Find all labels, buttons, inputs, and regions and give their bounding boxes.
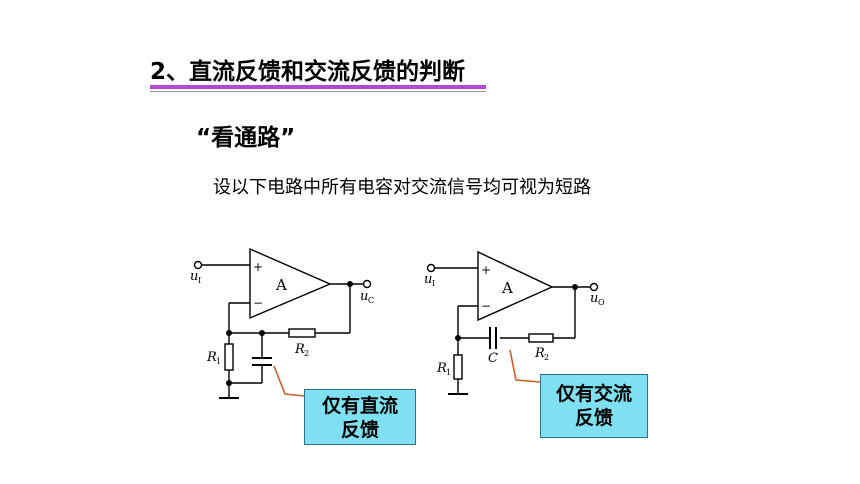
left-output-label: u (360, 289, 368, 304)
callout-left-line1: 仅有直流 (321, 395, 398, 417)
circuit-left (193, 247, 372, 399)
left-input-sub: I (198, 276, 201, 285)
right-r1-sub: 1 (446, 368, 451, 377)
right-r2-sub: 2 (544, 353, 549, 362)
callout-left-line2: 反馈 (340, 419, 379, 441)
right-input-sub: I (432, 279, 435, 288)
title-underline-thin (150, 91, 486, 92)
slide-note: 设以下电路中所有电容对交流信号均可视为短路 (213, 177, 591, 198)
callout-right-line1: 仅有交流 (555, 383, 632, 405)
left-input-terminal (193, 260, 203, 270)
right-input-label: u (424, 272, 432, 287)
right-input-terminal (426, 263, 436, 273)
left-opamp (249, 247, 332, 320)
left-amp-label: A (275, 276, 287, 294)
circuit-right (426, 250, 599, 395)
right-output-sub: O (598, 298, 605, 307)
left-minus-sign: − (253, 296, 263, 310)
left-output-terminal (362, 279, 372, 289)
right-minus-sign: − (481, 299, 491, 313)
right-callout-leader (509, 349, 541, 383)
left-output-sub: C (368, 296, 374, 305)
left-r2-resistor (288, 328, 316, 338)
right-c-label: C (488, 351, 498, 366)
callout-right-line2: 反馈 (574, 407, 613, 429)
right-output-label: u (590, 291, 598, 306)
title-underline (150, 85, 486, 89)
left-r1-sub: 1 (216, 357, 221, 366)
left-r1-resistor (224, 343, 234, 371)
right-amp-label: A (501, 279, 513, 297)
left-plus-sign: + (253, 260, 263, 274)
left-callout-leader (273, 365, 305, 397)
right-opamp (477, 250, 554, 322)
right-r1-resistor (453, 354, 463, 380)
callout-dc-feedback-only: 仅有直流 反馈 (304, 389, 416, 445)
callout-ac-feedback-only: 仅有交流 反馈 (540, 374, 648, 438)
left-input-label: u (190, 269, 198, 284)
left-r2-label: R (294, 342, 305, 357)
right-r2-label: R (534, 346, 545, 361)
slide-title: 2、直流反馈和交流反馈的判断 (150, 59, 466, 85)
right-r2-resistor (528, 333, 554, 343)
right-output-terminal (589, 282, 599, 292)
slide-subtitle: “看通路” (196, 125, 296, 151)
left-r2-sub: 2 (304, 349, 309, 358)
right-plus-sign: + (481, 263, 491, 277)
left-r1-label: R (206, 350, 217, 365)
right-r1-label: R (436, 361, 447, 376)
